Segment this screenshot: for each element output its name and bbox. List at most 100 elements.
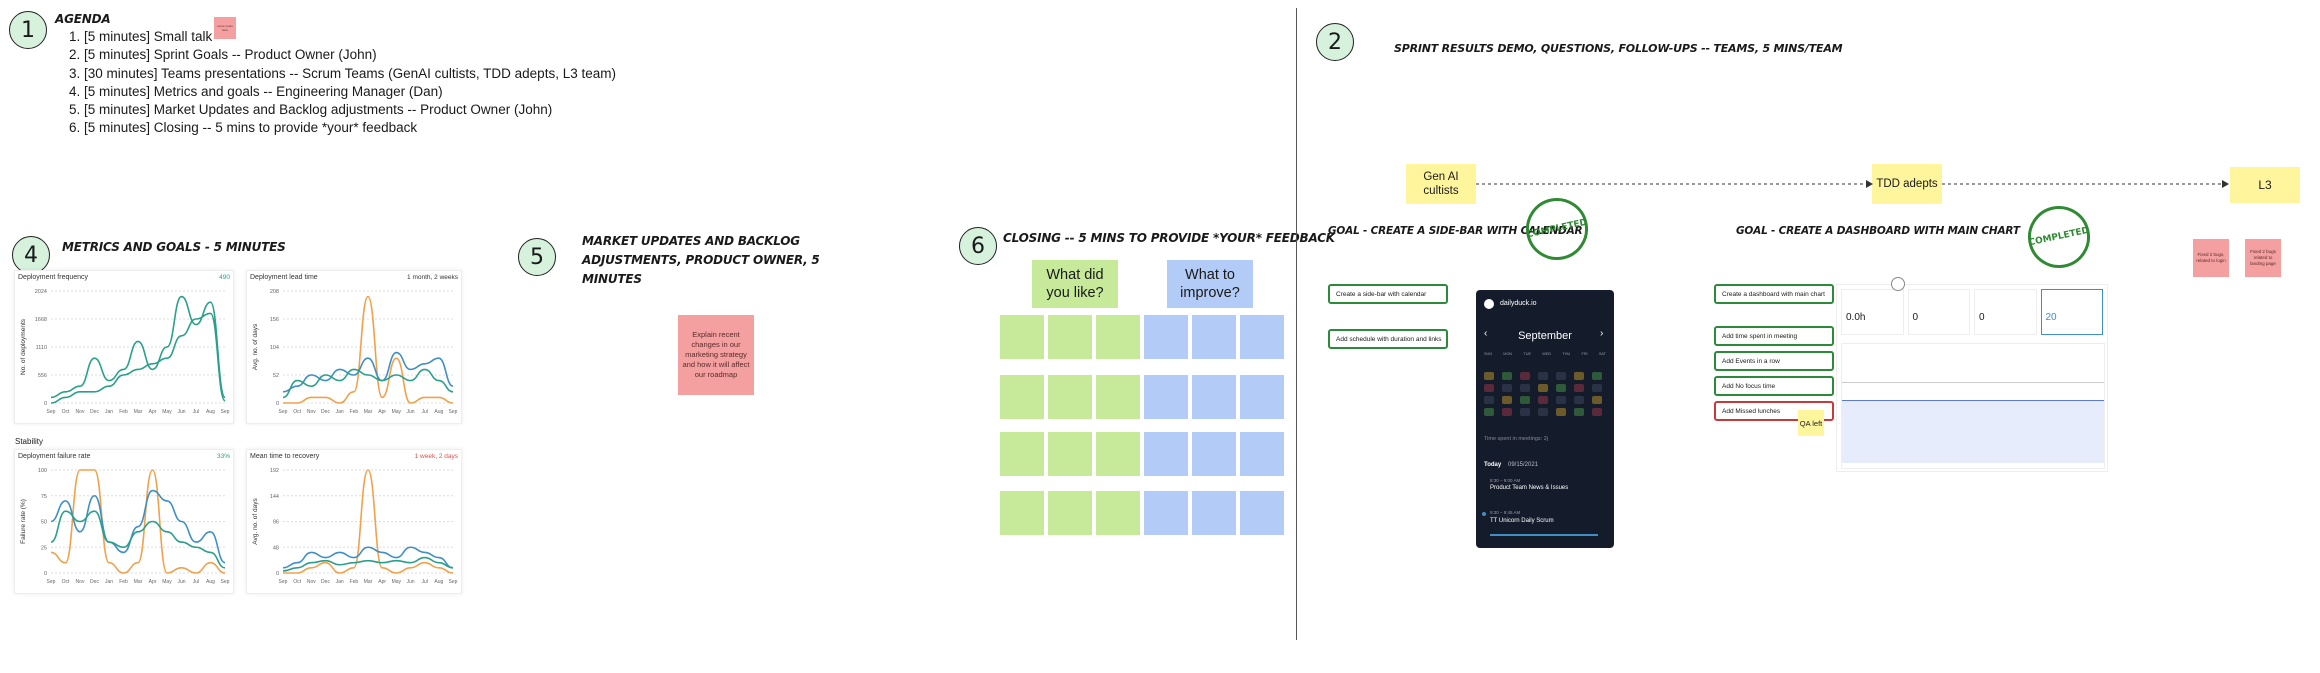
l3-note-login[interactable]: Fixed 2 bugs, related to login — [2193, 239, 2229, 277]
calendar-day-cell[interactable] — [1484, 372, 1494, 380]
calendar-day-cell[interactable] — [1520, 360, 1530, 368]
x-tick-label: Sep — [449, 579, 458, 585]
like-sticky-slot[interactable] — [1096, 315, 1140, 359]
calendar-day-cell[interactable] — [1484, 396, 1494, 404]
l3-note-landing[interactable]: Fixed 2 bugs related to landing page — [2245, 239, 2281, 277]
calendar-day-cell[interactable] — [1502, 396, 1512, 404]
market-sticky-note[interactable]: Explain recent changes in our marketing … — [678, 315, 754, 395]
calendar-day-cell[interactable] — [1538, 384, 1548, 392]
calendar-day-cell[interactable] — [1592, 372, 1602, 380]
calendar-day-cell[interactable] — [1592, 396, 1602, 404]
event2-title[interactable]: TT Unicorn Daily Scrum — [1490, 518, 1554, 524]
calendar-day-cell[interactable] — [1520, 384, 1530, 392]
like-sticky-slot[interactable] — [1048, 375, 1092, 419]
improve-sticky-slot[interactable] — [1144, 315, 1188, 359]
small-sticky-note[interactable]: some notes here — [214, 17, 236, 39]
agenda-item[interactable]: [5 minutes] Closing -- 5 mins to provide… — [84, 119, 616, 137]
calendar-day-cell[interactable] — [1538, 360, 1548, 368]
chart-card-mean-time-to-recovery[interactable]: Mean time to recovery 1 week, 2 days Avg… — [246, 449, 462, 594]
like-sticky-slot[interactable] — [1000, 315, 1044, 359]
chart-card-deployment-lead-time[interactable]: Deployment lead time 1 month, 2 weeks Av… — [246, 270, 462, 424]
like-sticky-slot[interactable] — [1000, 432, 1044, 476]
calendar-day-cell[interactable] — [1592, 360, 1602, 368]
like-header-sticky[interactable]: What did you like? — [1032, 260, 1118, 308]
like-sticky-slot[interactable] — [1000, 375, 1044, 419]
calendar-day-cell[interactable] — [1574, 396, 1584, 404]
next-month-icon[interactable]: › — [1600, 328, 1604, 339]
goal2-button-time-in-meeting[interactable]: Add time spent in meeting — [1714, 326, 1834, 346]
calendar-day-cell[interactable] — [1484, 384, 1494, 392]
section-badge-4: 4 — [12, 236, 50, 274]
calendar-day-cell[interactable] — [1556, 396, 1566, 404]
like-sticky-slot[interactable] — [1096, 375, 1140, 419]
like-sticky-slot[interactable] — [1096, 432, 1140, 476]
like-sticky-slot[interactable] — [1096, 491, 1140, 535]
qa-left-sticky[interactable]: QA left — [1798, 410, 1824, 436]
calendar-day-cell[interactable] — [1520, 408, 1530, 416]
calendar-day-cell[interactable] — [1502, 360, 1512, 368]
like-sticky-slot[interactable] — [1048, 315, 1092, 359]
agenda-item[interactable]: [5 minutes] Sprint Goals -- Product Owne… — [84, 46, 616, 64]
calendar-day-cell[interactable] — [1556, 408, 1566, 416]
calendar-day-cell[interactable] — [1574, 420, 1584, 428]
improve-sticky-slot[interactable] — [1144, 375, 1188, 419]
goal2-button-dashboard[interactable]: Create a dashboard with main chart — [1714, 284, 1834, 304]
x-tick-label: Apr — [149, 409, 157, 415]
calendar-day-cell[interactable] — [1574, 384, 1584, 392]
calendar-day-cell[interactable] — [1574, 372, 1584, 380]
like-sticky-slot[interactable] — [1048, 432, 1092, 476]
calendar-day-cell[interactable] — [1502, 372, 1512, 380]
calendar-day-cell[interactable] — [1556, 384, 1566, 392]
improve-sticky-slot[interactable] — [1192, 315, 1236, 359]
improve-sticky-slot[interactable] — [1192, 432, 1236, 476]
calendar-day-cell[interactable] — [1556, 372, 1566, 380]
calendar-day-cell[interactable] — [1556, 360, 1566, 368]
calendar-day-cell[interactable] — [1484, 360, 1494, 368]
improve-sticky-slot[interactable] — [1240, 432, 1284, 476]
agenda-item[interactable]: [5 minutes] Market Updates and Backlog a… — [84, 101, 616, 119]
calendar-day-cell[interactable] — [1538, 372, 1548, 380]
agenda-item[interactable]: [5 minutes] Small talk — [84, 28, 616, 46]
improve-sticky-slot[interactable] — [1240, 375, 1284, 419]
calendar-day-cell[interactable] — [1556, 420, 1566, 428]
calendar-day-cell[interactable] — [1502, 384, 1512, 392]
calendar-day-cell[interactable] — [1520, 420, 1530, 428]
calendar-day-cell[interactable] — [1592, 384, 1602, 392]
calendar-day-cell[interactable] — [1592, 408, 1602, 416]
improve-sticky-slot[interactable] — [1240, 315, 1284, 359]
improve-sticky-slot[interactable] — [1144, 432, 1188, 476]
calendar-day-cell[interactable] — [1502, 420, 1512, 428]
improve-sticky-slot[interactable] — [1144, 491, 1188, 535]
goal1-button-sidebar[interactable]: Create a side-bar with calendar — [1328, 284, 1448, 304]
calendar-day-cell[interactable] — [1574, 360, 1584, 368]
goal1-button-schedule[interactable]: Add schedule with duration and links — [1328, 329, 1448, 349]
calendar-day-cell[interactable] — [1520, 372, 1530, 380]
goal2-button-no-focus[interactable]: Add No focus time — [1714, 376, 1834, 396]
event1-title[interactable]: Product Team News & Issues — [1490, 485, 1569, 491]
prev-month-icon[interactable]: ‹ — [1484, 328, 1488, 339]
agenda-item[interactable]: [5 minutes] Metrics and goals -- Enginee… — [84, 83, 616, 101]
calendar-day-cell[interactable] — [1574, 408, 1584, 416]
calendar-day-cell[interactable] — [1520, 396, 1530, 404]
chart-card-deployment-frequency[interactable]: Deployment frequency 490 No. of deployme… — [14, 270, 234, 424]
like-sticky-slot[interactable] — [1048, 491, 1092, 535]
calendar-day-cell[interactable] — [1484, 420, 1494, 428]
chart-card-deployment-failure-rate[interactable]: Deployment failure rate 33% Failure rate… — [14, 449, 234, 594]
improve-sticky-slot[interactable] — [1192, 491, 1236, 535]
calendar-day-cell[interactable] — [1538, 396, 1548, 404]
calendar-day-cell[interactable] — [1502, 408, 1512, 416]
improve-sticky-slot[interactable] — [1240, 491, 1284, 535]
goal2-button-events-row[interactable]: Add Events in a row — [1714, 351, 1834, 371]
team-sticky-genai[interactable]: Gen AI cultists — [1406, 164, 1476, 204]
calendar-day-cell[interactable] — [1592, 420, 1602, 428]
team-sticky-l3[interactable]: L3 — [2230, 167, 2300, 203]
calendar-day-cell[interactable] — [1538, 420, 1548, 428]
calendar-day-cell[interactable] — [1484, 408, 1494, 416]
like-sticky-slot[interactable] — [1000, 491, 1044, 535]
improve-sticky-slot[interactable] — [1192, 375, 1236, 419]
calendar-day-cell[interactable] — [1538, 408, 1548, 416]
team-sticky-tdd[interactable]: TDD adepts — [1872, 164, 1942, 204]
improve-header-sticky[interactable]: What to improve? — [1167, 260, 1253, 308]
agenda-item[interactable]: [30 minutes] Teams presentations -- Scru… — [84, 65, 616, 83]
